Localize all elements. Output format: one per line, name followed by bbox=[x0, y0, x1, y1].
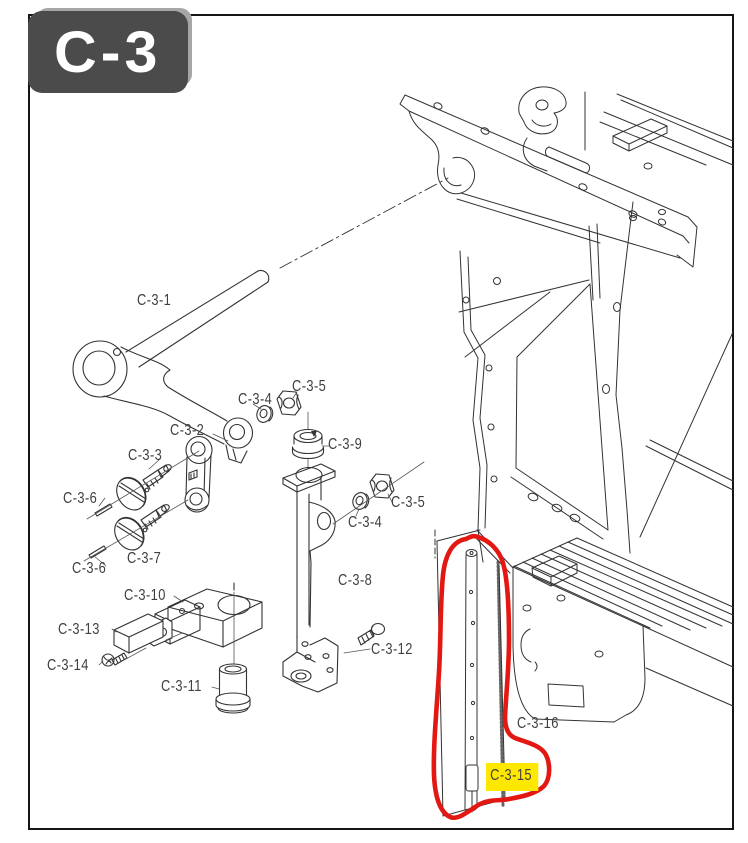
part-label: C-3-7 bbox=[127, 550, 162, 567]
part-label: C-3-10 bbox=[124, 587, 166, 604]
part-label: C-3-9 bbox=[328, 436, 363, 453]
part-label: C-3-14 bbox=[47, 657, 89, 674]
section-badge: C-3 bbox=[28, 11, 188, 93]
page-border bbox=[28, 14, 734, 830]
part-label: C-3-5 bbox=[292, 378, 327, 395]
part-link bbox=[184, 435, 213, 513]
part-screw-small bbox=[357, 622, 386, 646]
part-label: C-3-2 bbox=[170, 422, 205, 439]
part-grommet bbox=[291, 411, 325, 470]
part-pin bbox=[94, 503, 113, 517]
part-block bbox=[113, 613, 173, 654]
leader-lines bbox=[93, 391, 393, 690]
part-nut bbox=[276, 390, 302, 416]
part-label: C-3-6 bbox=[72, 560, 107, 577]
part-label: C-3-5 bbox=[391, 494, 426, 511]
part-label: C-3-4 bbox=[348, 514, 383, 531]
part-label-highlighted: C-3-15 bbox=[486, 763, 539, 791]
part-label: C-3-13 bbox=[58, 621, 100, 638]
part-label: C-3-6 bbox=[63, 490, 98, 507]
part-tall-bracket bbox=[282, 463, 339, 693]
part-label: C-3-4 bbox=[238, 391, 273, 408]
part-label: C-3-12 bbox=[371, 641, 413, 658]
part-lever-arm bbox=[72, 269, 270, 464]
part-label: C-3-3 bbox=[128, 447, 163, 464]
part-label: C-3-1 bbox=[137, 292, 172, 309]
part-label: C-3-8 bbox=[338, 572, 373, 589]
machine-frame bbox=[399, 86, 734, 723]
red-annotation-circle bbox=[431, 533, 552, 821]
part-washer bbox=[256, 405, 274, 423]
part-label: C-3-11 bbox=[161, 678, 202, 695]
part-screw-large bbox=[116, 464, 172, 511]
exploded-parts bbox=[72, 177, 449, 714]
part-label: C-3-16 bbox=[517, 715, 559, 732]
section-badge-label: C-3 bbox=[54, 19, 162, 85]
part-bushing bbox=[215, 663, 251, 714]
